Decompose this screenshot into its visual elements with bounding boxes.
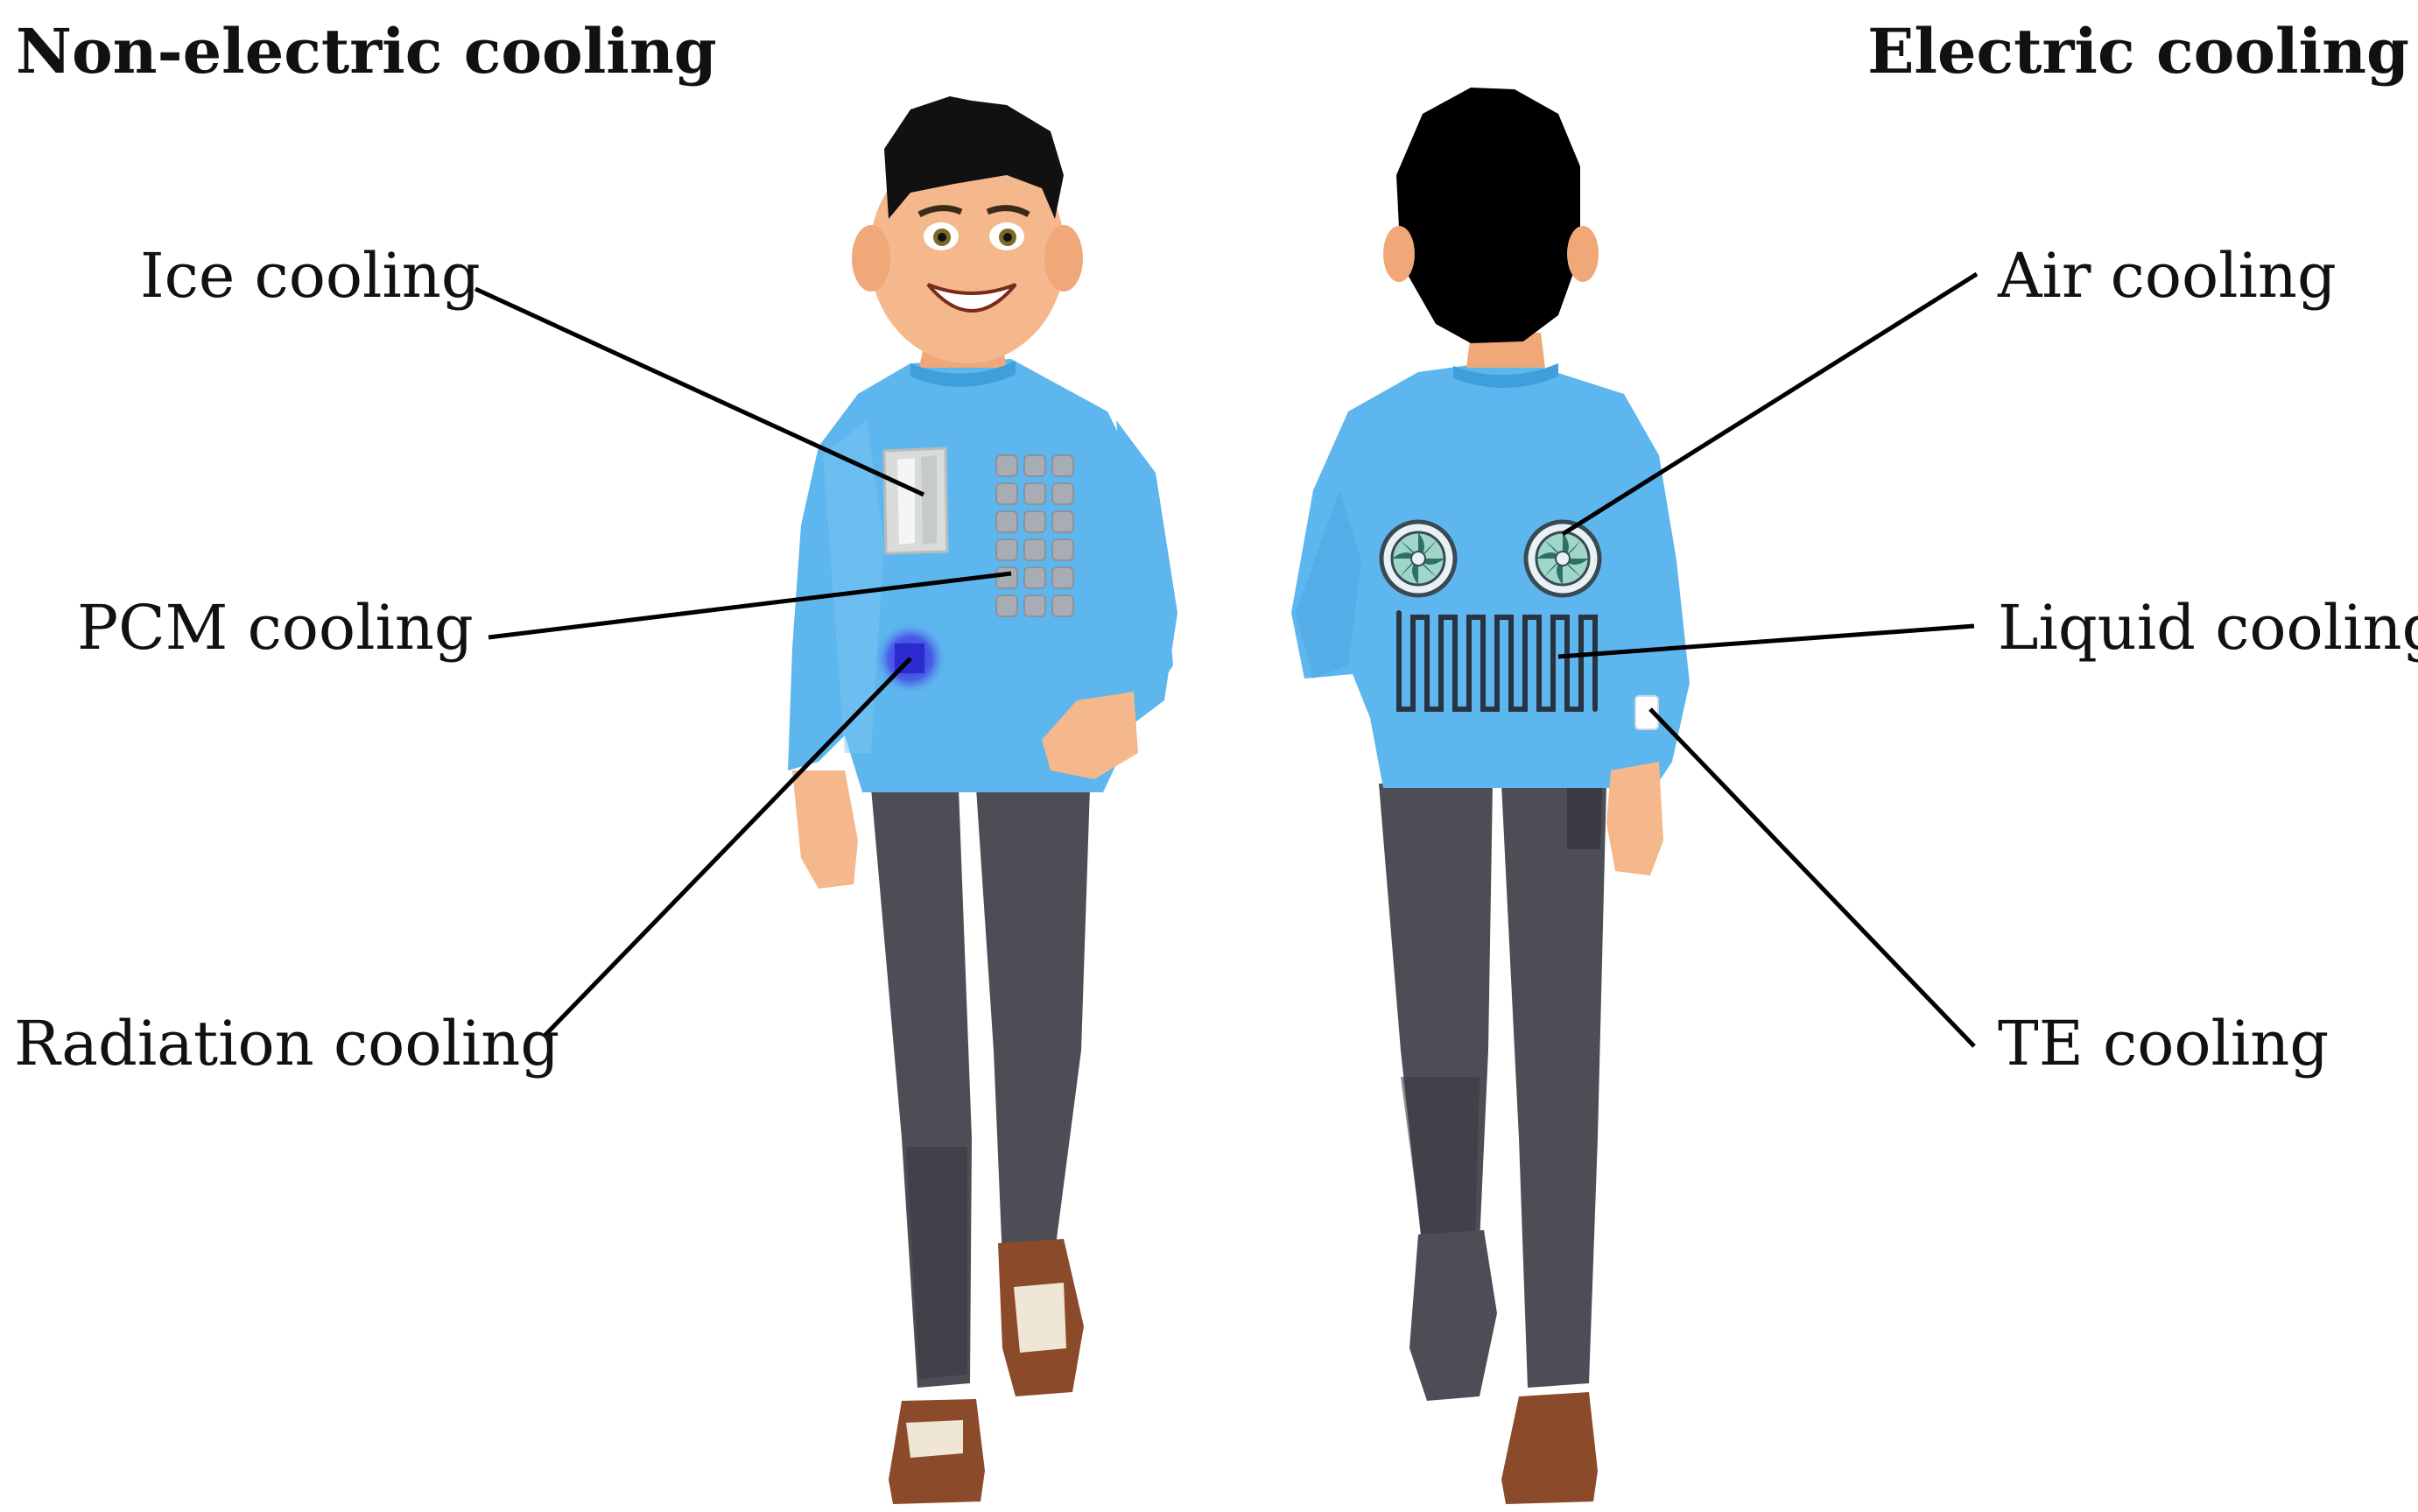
ice-pack [882, 447, 949, 555]
liquid-leader-line [1557, 623, 1975, 659]
pcm-leader-line [488, 571, 1012, 640]
leader-lines [474, 271, 1979, 1048]
air-cooling-label: Air cooling [1998, 240, 2337, 312]
te-cooling-label: TE cooling [1998, 1008, 2330, 1079]
front-face [869, 144, 1065, 363]
ice-leader-line [474, 286, 925, 497]
fan-left [1381, 522, 1455, 595]
radiation-cooling-label: Radiation cooling [14, 1008, 560, 1079]
te-patch [1634, 695, 1659, 730]
electric-cooling-heading: Electric cooling [1867, 15, 2409, 88]
ice-cooling-label: Ice cooling [140, 240, 481, 312]
te-leader-line [1648, 707, 1976, 1048]
front-right-arm [1107, 420, 1177, 727]
non-electric-cooling-heading: Non-electric cooling [16, 15, 717, 88]
back-left-hand [1606, 762, 1663, 876]
back-sweater [1291, 359, 1690, 788]
pcm-cooling-label: PCM cooling [77, 592, 474, 664]
back-right-leg [1501, 784, 1606, 1388]
air-leader-line [1561, 271, 1979, 537]
liquid-cooling-tube [1396, 610, 1598, 712]
liquid-cooling-label: Liquid cooling [1998, 592, 2418, 664]
radiation-leader-line [543, 657, 912, 1037]
back-hair [1396, 88, 1580, 343]
pcm-grid [995, 454, 1074, 617]
back-right-shoe [1501, 1392, 1598, 1504]
front-left-hand [792, 770, 858, 889]
back-person [1291, 88, 1690, 1504]
front-hair [884, 96, 1064, 219]
back-left-shoe [1409, 1230, 1497, 1401]
front-right-leg [976, 788, 1090, 1261]
front-person [788, 96, 1177, 1504]
front-right-hand [1042, 692, 1138, 779]
